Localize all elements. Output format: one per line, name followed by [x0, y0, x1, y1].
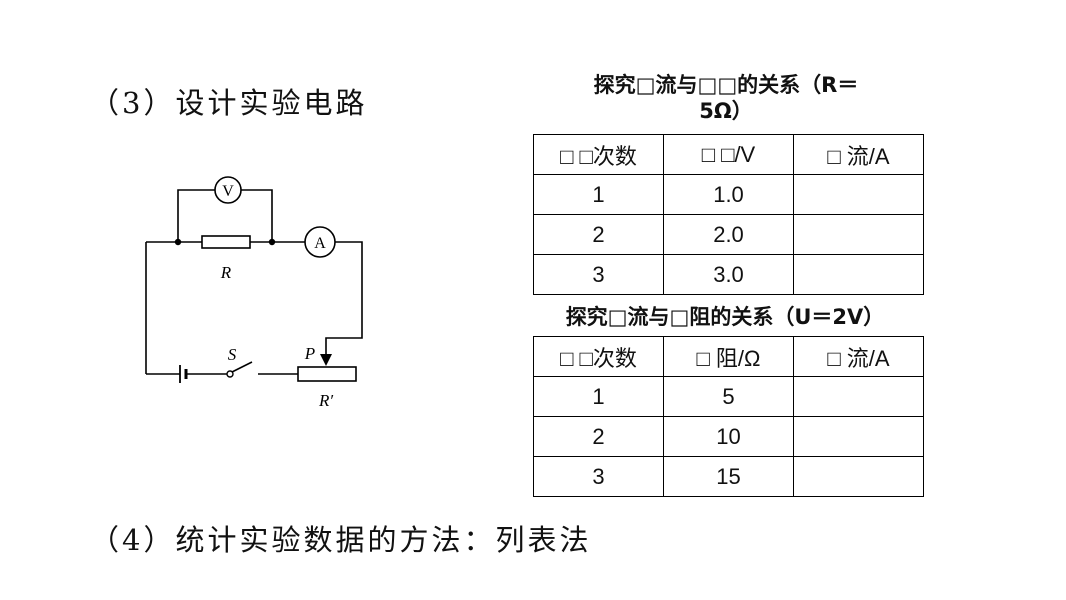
- header-cell: □ 流/A: [793, 336, 924, 377]
- table-cell: 2: [533, 416, 664, 457]
- step-3-heading: （3）设计实验电路: [90, 86, 368, 120]
- table-cell: 3: [533, 456, 664, 497]
- table-current-vs-voltage: □ □次数 □ □/V □ 流/A 1 1.0 2 2.0 3 3.0: [533, 134, 924, 295]
- table-cell: [793, 376, 924, 417]
- voltmeter-wire-right: [241, 189, 273, 242]
- switch-pivot: [226, 370, 234, 378]
- table-cell: [793, 254, 924, 295]
- table-cell: 10: [663, 416, 794, 457]
- ammeter-label: A: [314, 235, 326, 252]
- table1-title-line1: 探究□流与□□的关系（R＝: [593, 73, 859, 97]
- table-cell: [793, 174, 924, 215]
- table2-title: 探究□流与□阻的关系（U＝2V）: [565, 305, 885, 329]
- table-row: 2 10: [533, 416, 924, 457]
- table-cell: [793, 214, 924, 255]
- table-header-row: □ □次数 □ 阻/Ω □ 流/A: [533, 336, 924, 377]
- rheostat-label: R′: [318, 391, 333, 410]
- slider-label: P: [304, 344, 315, 363]
- header-cell: □ 流/A: [793, 134, 924, 175]
- slider-arrow: [320, 354, 332, 366]
- junction-left: [174, 238, 182, 246]
- table-cell: 1: [533, 174, 664, 215]
- switch-lever: [231, 361, 253, 373]
- header-cell: □ □次数: [533, 336, 664, 377]
- voltmeter-wire: [177, 189, 215, 242]
- table-cell: 1: [533, 376, 664, 417]
- table1-title: 探究□流与□□的关系（R＝ 5Ω）: [548, 72, 904, 124]
- table-cell: 5: [663, 376, 794, 417]
- resistor-label: R: [220, 263, 232, 282]
- header-cell: □ □次数: [533, 134, 664, 175]
- table-row: 2 2.0: [533, 214, 924, 255]
- table-cell: 3.0: [663, 254, 794, 295]
- table-header-row: □ □次数 □ □/V □ 流/A: [533, 134, 924, 175]
- header-cell: □ □/V: [663, 134, 794, 175]
- table-cell: 1.0: [663, 174, 794, 215]
- step-4-heading: （4）统计实验数据的方法：列表法: [90, 523, 592, 557]
- voltmeter: [214, 176, 242, 204]
- table-cell: [793, 456, 924, 497]
- header-cell: □ 阻/Ω: [663, 336, 794, 377]
- table-cell: 2.0: [663, 214, 794, 255]
- switch-label: S: [228, 345, 237, 364]
- table-row: 1 5: [533, 376, 924, 417]
- table1-title-line2: 5Ω）: [699, 99, 753, 123]
- table-current-vs-resistance: □ □次数 □ 阻/Ω □ 流/A 1 5 2 10 3 15: [533, 336, 924, 497]
- junction-right: [268, 238, 276, 246]
- table-row: 3 3.0: [533, 254, 924, 295]
- table-cell: 15: [663, 456, 794, 497]
- right-wire: [325, 241, 363, 358]
- rheostat: [297, 366, 357, 382]
- table-cell: 2: [533, 214, 664, 255]
- resistor: [201, 235, 251, 249]
- voltmeter-label: V: [222, 183, 234, 200]
- table-cell: 3: [533, 254, 664, 295]
- table-row: 1 1.0: [533, 174, 924, 215]
- table-cell: [793, 416, 924, 457]
- circuit-diagram: V A R S P R′: [145, 176, 363, 410]
- table-row: 3 15: [533, 456, 924, 497]
